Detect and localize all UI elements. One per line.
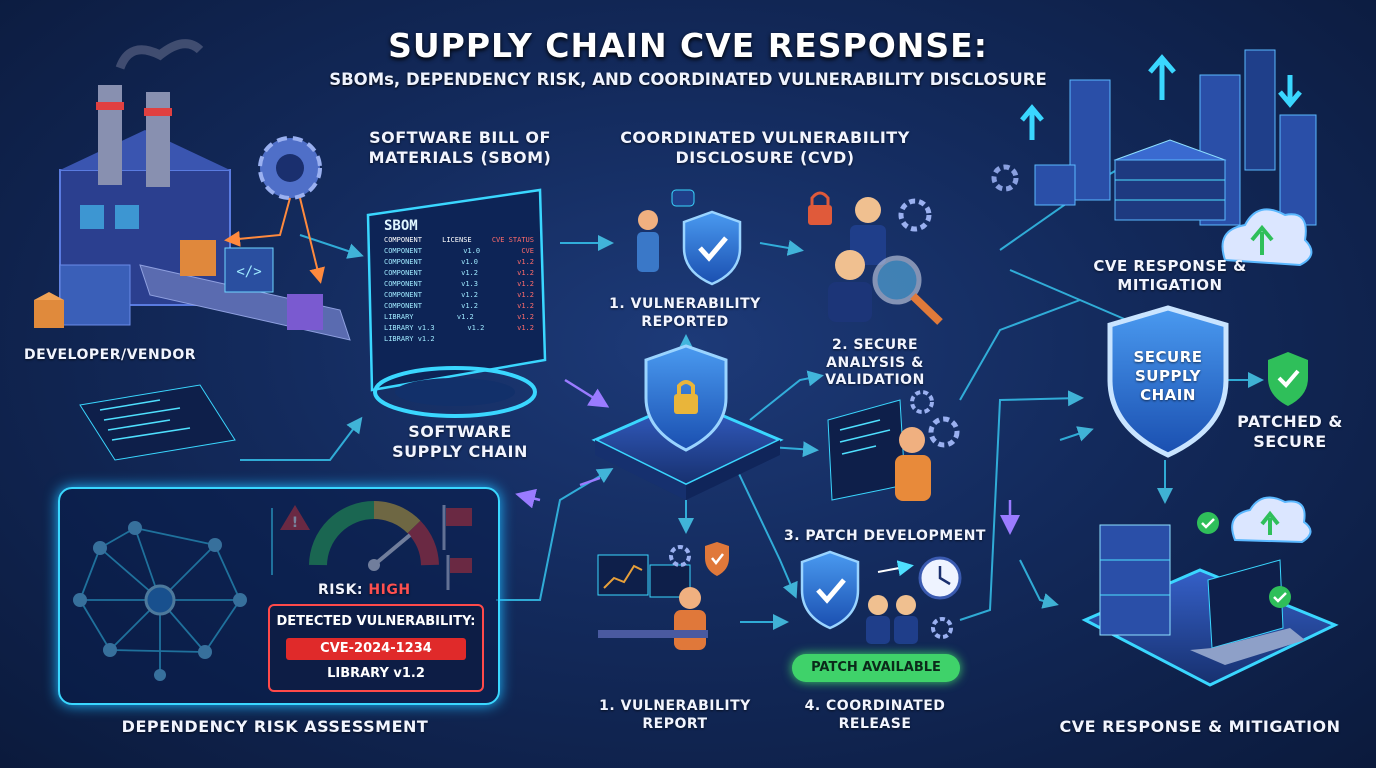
sbom-cell: v1.2 <box>517 269 534 277</box>
code-screen <box>79 384 236 461</box>
label-cve-response-top: CVE RESPONSE & MITIGATION <box>1093 257 1247 294</box>
page-subtitle: SBOMs, DEPENDENCY RISK, AND COORDINATED … <box>329 70 1047 89</box>
report-desk-icon <box>597 554 708 650</box>
sbom-cell: CVE <box>521 247 534 255</box>
sbom-cell: COMPONENT <box>384 269 422 277</box>
label-vuln-report: 1. VULNERABILITY REPORT <box>599 698 751 732</box>
sbom-row: COMPONENT v1.2 v1.2 <box>384 291 534 302</box>
team-icon <box>866 595 918 644</box>
sbom-header: COMPONENT <box>384 236 422 244</box>
sbom-title: SBOM <box>384 218 418 234</box>
clock-icon <box>918 556 962 600</box>
label-patch-dev: 3. PATCH DEVELOPMENT <box>783 528 986 544</box>
label-cve-response-bottom: CVE RESPONSE & MITIGATION <box>1059 717 1341 736</box>
sbom-cell: COMPONENT <box>384 280 422 288</box>
sbom-row: COMPONENT v1.3 v1.2 <box>384 280 534 291</box>
sbom-cell: v1.3 <box>461 280 478 288</box>
orange-check-shield-icon <box>705 542 729 576</box>
mitigation-platform <box>1081 524 1339 687</box>
detected-vulnerability-box: DETECTED VULNERABILITY: CVE-2024-1234 LI… <box>268 604 484 692</box>
sbom-cell: LIBRARY v1.3 <box>384 324 435 332</box>
check-badge-icon <box>1197 512 1219 534</box>
secure-chain-shield-icon <box>1107 305 1229 458</box>
cloud-upload-icon <box>1221 208 1313 267</box>
package-icon <box>34 292 64 328</box>
sbom-row: LIBRARY v1.2 v1.2 <box>384 313 534 324</box>
label-cvd: COORDINATED VULNERABILITY DISCLOSURE (CV… <box>620 128 910 167</box>
label-patched: PATCHED & SECURE <box>1237 412 1343 451</box>
sbom-cell: v1.2 <box>517 258 534 266</box>
sbom-cell: v1.2 <box>467 324 485 332</box>
sbom-cell: v1.0 <box>461 258 478 266</box>
sbom-cell: COMPONENT <box>384 302 422 310</box>
gear-icon <box>928 416 960 448</box>
sbom-cell: v1.2 <box>461 291 478 299</box>
sbom-header-row: COMPONENT LICENSE CVE STATUS <box>384 236 534 247</box>
risk-readout: RISK: HIGH <box>318 582 428 600</box>
sbom-cell: COMPONENT <box>384 258 422 266</box>
sbom-row: LIBRARY v1.3 v1.2 v1.2 <box>384 324 534 335</box>
sbom-header: CVE STATUS <box>491 236 534 244</box>
sbom-cell: v1.2 <box>461 302 478 310</box>
server-city-icon <box>1034 49 1317 226</box>
padlock-icon <box>808 191 832 225</box>
sbom-row: COMPONENT v1.0 v1.2 <box>384 258 534 269</box>
sbom-row: COMPONENT v1.2 v1.2 <box>384 302 534 313</box>
label-dependency: DEPENDENCY RISK ASSESSMENT <box>121 717 429 736</box>
sbom-cell: v1.2 <box>456 313 474 321</box>
sbom-table: SBOM COMPONENT LICENSE CVE STATUS COMPON… <box>384 218 534 346</box>
sbom-row: COMPONENT v1.2 v1.2 <box>384 269 534 280</box>
label-developer: DEVELOPER/VENDOR <box>23 347 197 363</box>
reporter-person-icon <box>637 189 695 272</box>
sbom-cell: COMPONENT <box>384 291 422 299</box>
sbom-row: LIBRARY v1.2 <box>384 335 534 346</box>
gear-icon <box>669 545 691 567</box>
analyst-icon <box>828 197 886 322</box>
label-secure-chain: SECURE SUPPLY CHAIN <box>1133 348 1203 404</box>
magnifier-icon <box>872 255 943 325</box>
svg-text:</>: </> <box>236 264 261 280</box>
risk-value: HIGH <box>368 582 411 598</box>
check-shield-icon <box>682 210 742 286</box>
check-badge-icon <box>1269 586 1291 608</box>
sbom-cell: v1.0 <box>463 247 481 255</box>
sbom-cell: v1.2 <box>517 280 534 288</box>
sbom-cell: COMPONENT <box>384 247 422 255</box>
sbom-cell: v1.2 <box>461 269 478 277</box>
sbom-row: COMPONENT v1.0 CVE <box>384 247 534 258</box>
sbom-cell: v1.2 <box>517 302 534 310</box>
label-secure-analysis: 2. SECURE ANALYSIS & VALIDATION <box>825 337 925 388</box>
sbom-cell: v1.2 <box>517 291 534 299</box>
sbom-cell: LIBRARY v1.2 <box>384 335 435 343</box>
label-sbom: SOFTWARE BILL OF MATERIALS (SBOM) <box>368 128 552 167</box>
sbom-cell: LIBRARY <box>384 313 414 321</box>
developer-at-desk-icon <box>827 399 931 501</box>
lock-shield-icon <box>644 344 728 452</box>
gear-icon <box>931 617 953 639</box>
patch-available-badge: PATCH AVAILABLE <box>792 654 960 682</box>
sbom-monitor <box>366 188 547 418</box>
risk-label: RISK: <box>318 582 364 598</box>
gear-icon <box>258 136 322 200</box>
gear-icon <box>991 164 1019 192</box>
release-shield-icon <box>800 550 860 630</box>
page-title: SUPPLY CHAIN CVE RESPONSE: <box>388 26 988 65</box>
gear-icon <box>910 390 934 414</box>
up-arrows-icon <box>1020 54 1302 140</box>
cve-id-badge: CVE-2024-1234 <box>286 638 466 660</box>
vuln-library: LIBRARY v1.2 <box>327 666 425 681</box>
gear-icon <box>898 198 932 232</box>
sbom-header: LICENSE <box>442 236 472 244</box>
sbom-cell: v1.2 <box>517 313 534 321</box>
vuln-heading: DETECTED VULNERABILITY: <box>276 614 476 629</box>
label-vuln-reported: 1. VULNERABILITY REPORTED <box>609 296 761 330</box>
label-supply-chain: SOFTWARE SUPPLY CHAIN <box>392 422 528 461</box>
sbom-cell: v1.2 <box>517 324 534 332</box>
green-check-shield-icon <box>1268 352 1308 406</box>
conveyor-belt: </> <box>139 240 351 341</box>
double-arrow-icon <box>564 378 610 408</box>
cloud-upload-icon <box>1231 496 1312 544</box>
label-coordinated-release: 4. COORDINATED RELEASE <box>804 698 946 732</box>
